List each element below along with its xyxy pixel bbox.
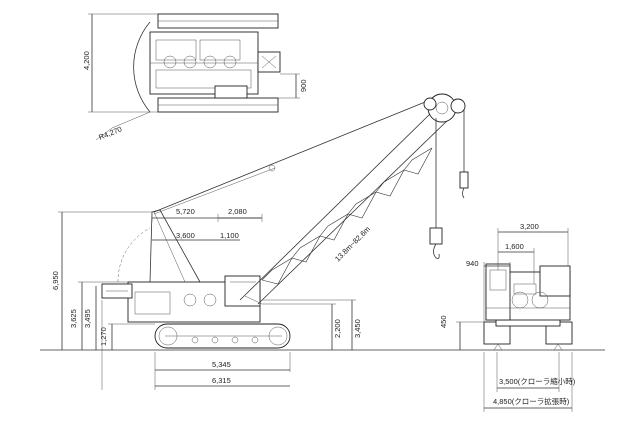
dim-front-450: 450 — [439, 315, 448, 328]
dim-3495: 3,495 — [83, 309, 92, 328]
front-cabin — [485, 263, 511, 321]
dim-front-1600: 1,600 — [505, 242, 524, 251]
dim-front-940: 940 — [466, 259, 479, 268]
side-cabin — [224, 275, 261, 307]
dim-1270: 1,270 — [99, 327, 108, 346]
boom: 13.8m~82.6m — [239, 111, 451, 305]
front-view: 3,200 1,600 940 450 3,500(クローラ縮小時) 4,850… — [439, 222, 576, 412]
dim-1100: 1,100 — [220, 231, 239, 240]
dim-6950: 6,950 — [51, 271, 60, 290]
side-view: 13.8m~82.6m 5,720 2,080 3,600 1,100 6,95… — [40, 93, 605, 390]
dim-front-3200: 3,200 — [520, 222, 539, 231]
dim-3625: 3,625 — [69, 309, 78, 328]
dim-3600: 3,600 — [176, 231, 195, 240]
dim-2080: 2,080 — [228, 207, 247, 216]
dim-5345: 5,345 — [212, 360, 231, 369]
top-view: 4,200 900 R4,270 — [82, 13, 308, 142]
dim-6315: 6,315 — [212, 376, 231, 385]
dim-front-3500: 3,500(クローラ縮小時) — [499, 376, 576, 386]
tail-swing-arc — [133, 21, 151, 113]
main-hook-block — [429, 227, 443, 245]
dim-top-height: 4,200 — [82, 51, 91, 70]
dim-2200: 2,200 — [333, 319, 342, 338]
dim-tail-radius: R4,270 — [97, 124, 123, 141]
dim-5720: 5,720 — [176, 207, 195, 216]
dim-top-track: 900 — [299, 79, 308, 92]
dim-3450: 3,450 — [353, 319, 362, 338]
aux-hook-block — [459, 171, 469, 189]
dim-front-4850: 4,850(クローラ拡張時) — [493, 396, 570, 406]
